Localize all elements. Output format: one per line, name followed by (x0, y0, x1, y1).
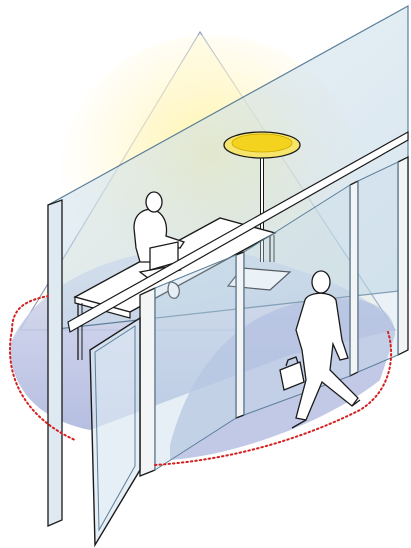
glass-pane-front-3 (358, 162, 398, 372)
open-door-leaf (90, 318, 140, 545)
glass-panel-left (48, 200, 62, 526)
